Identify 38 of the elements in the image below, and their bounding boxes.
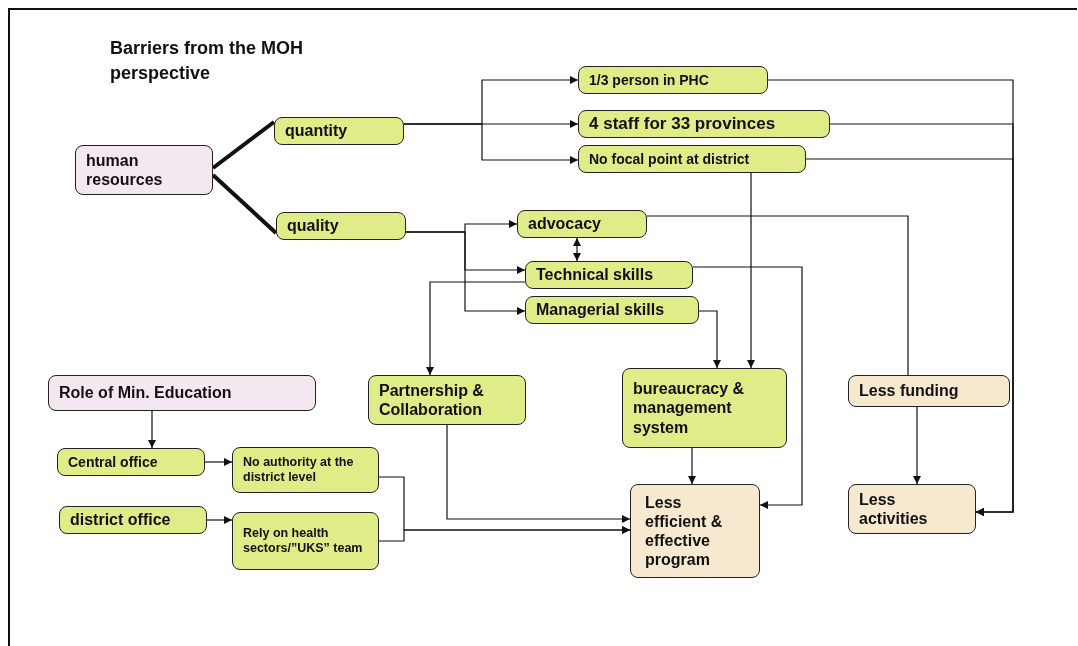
process-box: bureaucracy & management system [622,368,787,448]
process-box: Less efficient & effective program [630,484,760,578]
arrow [378,525,631,542]
process-box: advocacy [517,210,647,238]
arrow [912,406,922,485]
arrow [687,447,697,485]
arrow [446,424,631,524]
arrow [692,266,803,510]
process-box: No focal point at district [578,145,806,173]
process-box: Role of Min. Education [48,375,316,411]
process-box: Less funding [848,375,1010,407]
arrow [206,515,233,525]
process-box: Rely on health sectors/”UKS” team [232,512,379,570]
process-box: quality [276,212,406,240]
process-box: Technical skills [525,261,693,289]
arrow [698,310,722,369]
process-box: Central office [57,448,205,476]
arrow [147,410,157,449]
process-box: Managerial skills [525,296,699,324]
arrow [204,457,233,467]
arrow [425,281,526,376]
connector-line [211,173,278,235]
process-box: quantity [274,117,404,145]
connector-line [646,215,909,376]
arrow [405,231,526,316]
process-box: Less activities [848,484,976,534]
process-box: human resources [75,145,213,195]
connector-line [211,120,276,170]
process-box: 4 staff for 33 provinces [578,110,830,139]
process-box: 1/3 person in PHC [578,66,768,94]
process-box: district office [59,506,207,534]
diagram-title: Barriers from the MOH perspective [110,37,305,86]
arrow [746,172,756,369]
process-box: Partnership & Collaboration [368,375,526,425]
arrow [572,237,582,262]
arrow [805,158,1014,517]
process-box: No authority at the district level [232,447,379,493]
arrow [403,123,579,165]
